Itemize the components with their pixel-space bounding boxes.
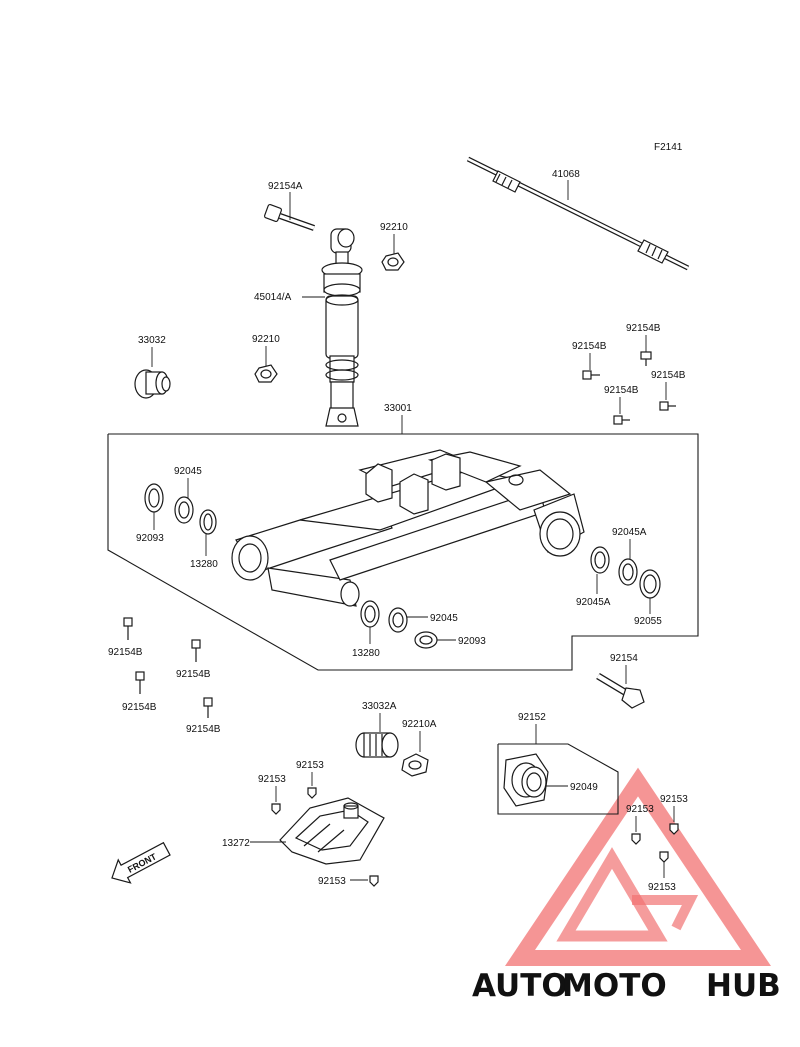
label-clip-a: 92153: [258, 774, 286, 785]
hub-plate: [503, 753, 549, 807]
label-bolt-r2: 92154B: [572, 341, 607, 352]
label-seal-c2: 13280: [352, 648, 380, 659]
label-nut-low: 92210A: [402, 719, 437, 730]
watermark-part3: HUB: [706, 968, 781, 1004]
label-nut-left: 92210: [252, 334, 280, 345]
label-bearing-r1: 92045A: [612, 527, 647, 538]
bolts-right-group: 92154B 92154B 92154B 92154B: [572, 323, 686, 425]
bolts-left-group: 92154B 92154B 92154B 92154B: [108, 617, 221, 735]
label-seal-hub: 92049: [570, 782, 598, 793]
clip-d: [631, 833, 641, 845]
seal-r: [639, 569, 661, 599]
label-bolt-r3: 92154B: [651, 370, 686, 381]
watermark-part1: AUTO: [472, 968, 568, 1004]
bearing-c: [388, 607, 408, 633]
label-bolt-l1: 92154B: [108, 647, 143, 658]
label-hub-set: 92152: [518, 712, 546, 723]
label-bolt-l3: 92154B: [122, 702, 157, 713]
bearing-l1: [174, 496, 194, 524]
label-swingarm: 33001: [384, 403, 412, 414]
bearing-r2: [618, 558, 638, 586]
label-bolt-r4: 92154B: [604, 385, 639, 396]
label-shaft: 41068: [552, 169, 580, 180]
label-clip-e: 92153: [660, 794, 688, 805]
label-clip-d: 92153: [626, 804, 654, 815]
seal-c2: [360, 600, 380, 628]
label-seal-l2: 13280: [190, 559, 218, 570]
clip-a: [271, 803, 281, 815]
nut-low: [401, 753, 429, 777]
seal-l2: [199, 509, 217, 535]
label-bolt-l2: 92154B: [176, 669, 211, 680]
shock-absorber: [321, 228, 363, 427]
nut-top: [381, 252, 405, 271]
bolt-pivot: [596, 672, 645, 709]
hub-frame: [497, 743, 619, 815]
bushing-low: [355, 732, 399, 758]
clip-f-part: [659, 851, 669, 863]
nut-left: [254, 364, 278, 383]
swingarm: [231, 449, 585, 607]
label-seal-r: 92055: [634, 616, 662, 627]
label-seal-c: 92093: [458, 636, 486, 647]
label-clip-f: 92153: [648, 882, 676, 893]
bearing-r1: [590, 546, 610, 574]
clip-c: [369, 875, 379, 887]
label-guard: 13272: [222, 838, 250, 849]
diagram-code: F2141: [654, 142, 683, 153]
label-bolt-r1: 92154B: [626, 323, 661, 334]
swingarm-frame: [107, 433, 699, 671]
skid-guard: [279, 797, 385, 865]
label-clip-c: 92153: [318, 876, 346, 887]
bolt-top: [263, 203, 315, 231]
label-bearing-l1: 92045: [174, 466, 202, 477]
label-clip-b: 92153: [296, 760, 324, 771]
label-bushing-low: 33032A: [362, 701, 397, 712]
label-bolt-pivot: 92154: [610, 653, 638, 664]
watermark-part2: MOTO: [562, 968, 667, 1004]
label-bearing-r2: 92045A: [576, 597, 611, 608]
front-arrow: FRONT: [111, 841, 171, 884]
label-shock: 45014/A: [254, 292, 292, 303]
seal-l1: [144, 483, 164, 513]
clip-e: [669, 823, 679, 835]
label-seal-l1: 92093: [136, 533, 164, 544]
seal-c: [414, 631, 438, 649]
drive-shaft: [466, 156, 690, 271]
label-nut-top: 92210: [380, 222, 408, 233]
label-bearing-c: 92045: [430, 613, 458, 624]
label-bolt-l4: 92154B: [186, 724, 221, 735]
label-bushing-left: 33032: [138, 335, 166, 346]
watermark-logo: [505, 767, 771, 966]
clip-b: [307, 787, 317, 799]
label-bolt-top: 92154A: [268, 181, 303, 192]
watermark-text: AUTO MOTO HUB: [472, 968, 781, 1004]
bushing-left: [134, 369, 171, 399]
